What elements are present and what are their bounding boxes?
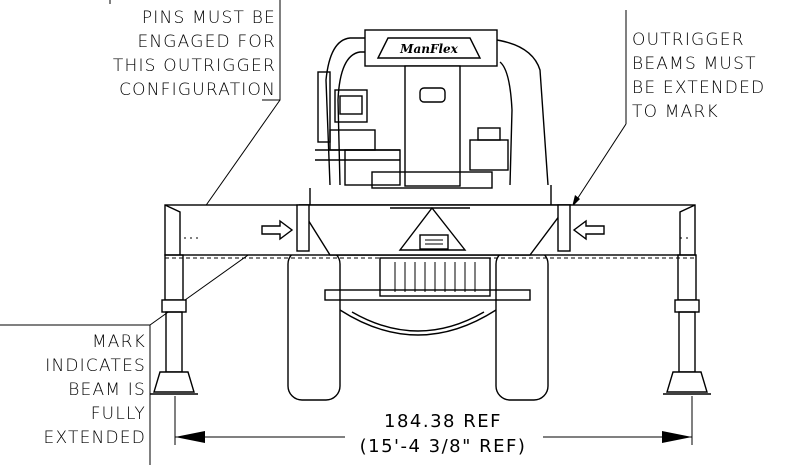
right-leg-collar xyxy=(674,299,700,313)
left-mark xyxy=(296,204,310,252)
width-dimension: 184.38 REF (15'-4 3/8" REF) xyxy=(174,396,693,457)
valve-bank-ribs xyxy=(394,262,476,292)
seat-base xyxy=(329,129,376,151)
right-foot-pad xyxy=(666,371,708,393)
right-leg-lower xyxy=(678,311,696,373)
beams-leader-line xyxy=(571,123,627,208)
mark-callout-line-5: EXTENDED xyxy=(44,428,146,448)
center-plate-detail xyxy=(425,239,443,245)
operator-seat xyxy=(334,89,368,123)
beams-callout-line-3: BE EXTENDED xyxy=(632,78,765,98)
right-extend-arrow xyxy=(572,219,605,241)
axle-housing xyxy=(339,309,497,336)
mark-callout-line-4: FULLY xyxy=(91,404,146,424)
pins-callout-line-3: THIS OUTRIGGER xyxy=(113,56,276,76)
outrigger-beam xyxy=(164,204,696,259)
logo-text: ManFlex xyxy=(399,42,458,56)
left-leg-upper xyxy=(164,254,184,301)
pins-callout-line-2: ENGAGED FOR xyxy=(137,32,276,52)
cab-inner-left xyxy=(337,51,405,186)
left-leg-collar xyxy=(161,299,187,313)
left-extend-arrow xyxy=(261,219,294,241)
dimension-primary-text: 184.38 REF xyxy=(384,411,502,432)
seat-back xyxy=(339,95,363,115)
chassis-bar xyxy=(324,289,531,301)
beams-callout-line-2: BEAMS MUST xyxy=(632,54,757,74)
dimension-secondary-text: (15'-4 3/8" REF) xyxy=(360,436,527,457)
mark-callout-line-3: BEAM IS xyxy=(68,380,146,400)
dimension-arrow-right xyxy=(662,431,692,443)
center-triangle xyxy=(390,206,470,251)
dimension-arrow-left xyxy=(175,431,205,443)
center-plate xyxy=(419,234,449,250)
right-mark xyxy=(557,204,571,252)
cab-inner-right xyxy=(499,61,513,186)
turntable xyxy=(371,171,493,189)
mast-window xyxy=(419,87,446,103)
mark-callout-line-1: MARK xyxy=(92,332,146,352)
left-post xyxy=(317,71,331,143)
beam-end-caps xyxy=(164,204,696,255)
left-foot-pad xyxy=(153,371,195,393)
logo-badge xyxy=(376,37,482,59)
right-outrigger-leg xyxy=(663,254,711,395)
right-leg-upper xyxy=(677,254,697,301)
left-tire xyxy=(287,249,341,401)
beams-callout: OUTRIGGER BEAMS MUST BE EXTENDED TO MARK xyxy=(571,10,765,208)
right-cylinder-cap xyxy=(477,127,501,141)
pins-callout-line-4: CONFIGURATION xyxy=(119,80,276,100)
left-outrigger-leg xyxy=(150,254,198,395)
right-cylinder xyxy=(469,139,509,171)
machine-cab: ManFlex xyxy=(309,29,552,255)
right-tire xyxy=(495,249,549,401)
beams-leader-arrowhead xyxy=(572,195,580,207)
axle-inner xyxy=(351,311,485,332)
chassis xyxy=(287,249,549,401)
pins-callout: PINS MUST BE ENGAGED FOR THIS OUTRIGGER … xyxy=(109,0,281,249)
beams-callout-line-4: TO MARK xyxy=(632,102,719,122)
pins-callout-line-1: PINS MUST BE xyxy=(142,8,276,28)
mark-callout-line-2: INDICATES xyxy=(45,356,146,376)
beams-callout-line-1: OUTRIGGER xyxy=(632,30,745,50)
deck-rails-left xyxy=(315,149,400,161)
left-leg-lower xyxy=(165,311,183,373)
center-mast xyxy=(404,65,461,187)
